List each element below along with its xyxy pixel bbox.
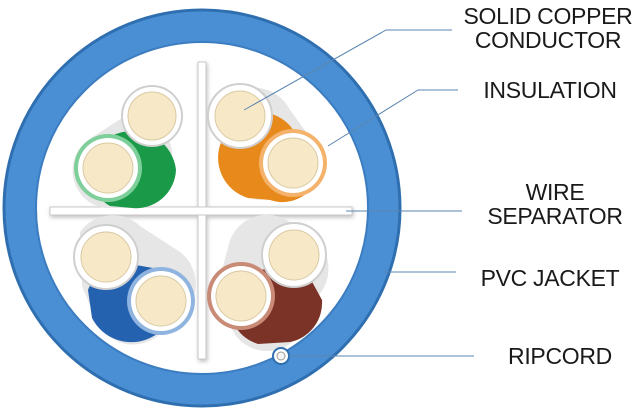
label-line-1: SOLID COPPER bbox=[463, 3, 633, 29]
ripcord bbox=[272, 347, 290, 365]
label-line-2: CONDUCTOR bbox=[474, 27, 622, 53]
twisted-pair-blue bbox=[73, 215, 196, 345]
label-line-1: PVC JACKET bbox=[480, 265, 620, 291]
leader-conductor bbox=[243, 29, 452, 111]
label-solid-copper-conductor: SOLID COPPER CONDUCTOR bbox=[456, 4, 640, 52]
label-pvc-jacket: PVC JACKET bbox=[460, 266, 640, 290]
twisted-pair-orange bbox=[207, 83, 327, 203]
label-line-2: SEPARATOR bbox=[487, 203, 623, 229]
label-wire-separator: WIRE SEPARATOR bbox=[470, 180, 640, 228]
label-ripcord: RIPCORD bbox=[480, 344, 640, 368]
label-line-1: INSULATION bbox=[483, 77, 617, 103]
leader-insulation bbox=[327, 89, 458, 147]
twisted-pair-brown bbox=[207, 214, 329, 352]
label-insulation: INSULATION bbox=[462, 78, 638, 102]
label-line-1: WIRE bbox=[525, 179, 585, 205]
twisted-pair-green bbox=[72, 85, 183, 209]
label-line-1: RIPCORD bbox=[508, 343, 612, 369]
